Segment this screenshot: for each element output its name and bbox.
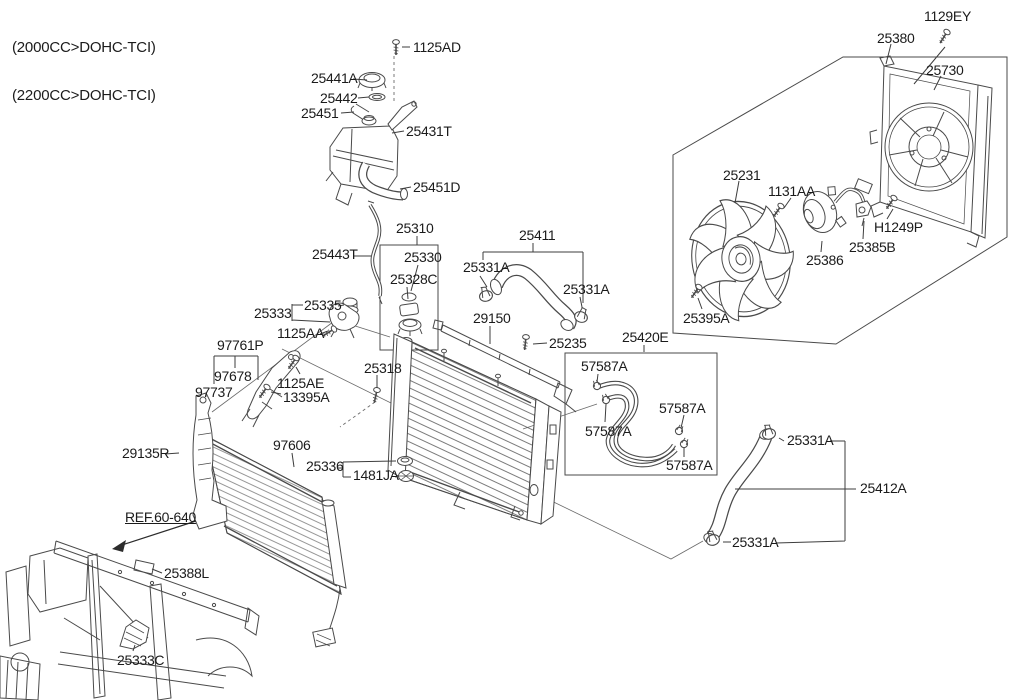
part-label-25231: 25231 <box>723 167 761 183</box>
front-end-module-art <box>0 540 260 700</box>
mounting-bracket-art <box>328 297 360 339</box>
part-label-25451D: 25451D <box>413 179 461 195</box>
part-label-97761P: 97761P <box>217 337 264 353</box>
part-label-25328C: 25328C <box>390 271 438 287</box>
part-label-25331A-1: 25331A <box>463 259 510 275</box>
part-label-25331A-3: 25331A <box>787 432 834 448</box>
part-label-25441A: 25441A <box>311 70 358 86</box>
upper-hose-art <box>489 264 577 331</box>
part-label-25336: 25336 <box>306 458 344 474</box>
part-label-57587A-2: 57587A <box>585 423 632 439</box>
part-label-25331A-4: 25331A <box>732 534 779 550</box>
part-label-1125AD: 1125AD <box>413 39 461 55</box>
part-label-57587A-1: 57587A <box>581 358 628 374</box>
part-label-25333C: 25333C <box>117 652 165 668</box>
leader-lines <box>132 43 946 652</box>
part-label-25235: 25235 <box>549 335 587 351</box>
part-label-29150: 29150 <box>473 310 511 326</box>
part-label-25318: 25318 <box>364 360 402 376</box>
part-label-25412A: 25412A <box>860 480 907 496</box>
part-label-97606: 97606 <box>273 437 311 453</box>
part-label-H1249P: H1249P <box>874 219 923 235</box>
part-label-1131AA: 1131AA <box>768 183 815 199</box>
hose-clip-icon <box>673 423 686 437</box>
lower-hose-art <box>703 428 775 546</box>
radiator-art <box>387 333 562 525</box>
part-label-25411: 25411 <box>519 227 556 243</box>
screw-25395A-icon <box>687 282 704 301</box>
part-label-29135R: 29135R <box>122 445 170 461</box>
fan-assembly-outline-box <box>672 56 1008 345</box>
ref-arrow <box>112 520 197 552</box>
part-label-13395A: 13395A <box>283 389 330 405</box>
part-label-1481JA: 1481JA <box>353 467 399 483</box>
part-label-25386: 25386 <box>806 252 844 268</box>
part-label-25331A-2: 25331A <box>563 281 610 297</box>
part-label-25330: 25330 <box>404 249 442 265</box>
cap-gasket-icon <box>368 93 386 101</box>
engine-variant-header: (2000CC>DOHC-TCI) (2200CC>DOHC-TCI) <box>12 8 156 120</box>
screw-1129EY-icon <box>936 27 952 46</box>
fan-blade-art <box>687 191 800 326</box>
reservoir-tank-art <box>325 72 418 305</box>
part-label-25385B: 25385B <box>849 239 896 255</box>
fan-shroud-art <box>869 55 993 248</box>
part-label-25431T: 25431T <box>406 123 452 139</box>
part-label-25420E: 25420E <box>622 329 669 345</box>
hose-clip-icon <box>591 378 603 392</box>
part-label-57587A-4: 57587A <box>666 457 713 473</box>
part-label-97737: 97737 <box>195 384 233 400</box>
lower-bracket-art <box>119 619 150 650</box>
part-label-25395A: 25395A <box>683 310 730 326</box>
part-label-25310: 25310 <box>396 220 434 236</box>
part-label-25730: 25730 <box>926 62 964 78</box>
part-label-97678: 97678 <box>214 368 252 384</box>
label-plate-icon <box>133 559 155 575</box>
part-label-25442: 25442 <box>320 90 358 106</box>
drain-plug-art <box>397 456 414 482</box>
degas-hose-art <box>591 378 691 468</box>
engine-variant-line2: (2200CC>DOHC-TCI) <box>12 87 156 104</box>
bolt-25318-icon <box>370 386 382 405</box>
hose-clip-icon <box>600 392 612 406</box>
fan-motor-art <box>802 178 873 233</box>
part-label-25443T: 25443T <box>312 246 358 262</box>
part-label-25380: 25380 <box>877 30 915 46</box>
part-label-25388L: 25388L <box>164 565 209 581</box>
part-label-REF-60-640: REF.60-640 <box>125 509 196 525</box>
part-label-25335: 25335 <box>304 297 342 313</box>
engine-variant-line1: (2000CC>DOHC-TCI) <box>12 39 156 56</box>
sight-shield-art <box>432 319 577 413</box>
part-label-25333: 25333 <box>254 305 292 321</box>
part-label-1125AA: 1125AA <box>277 325 324 341</box>
part-label-1125AE: 1125AE <box>277 375 324 391</box>
radiator-cap-parts-art <box>397 292 423 345</box>
condenser-art <box>205 435 347 648</box>
alignment-lines-dashed <box>339 56 395 428</box>
hose-clip-icon <box>678 436 691 450</box>
part-label-1129EY: 1129EY <box>924 8 971 24</box>
bolt-1125AD-icon <box>391 38 401 56</box>
degas-hose-box <box>564 352 718 476</box>
part-label-25451: 25451 <box>301 105 339 121</box>
part-label-57587A-3: 57587A <box>659 400 706 416</box>
harness-connector-icon <box>853 178 873 195</box>
air-guard-art <box>192 392 228 530</box>
screw-25235-icon <box>520 333 531 352</box>
